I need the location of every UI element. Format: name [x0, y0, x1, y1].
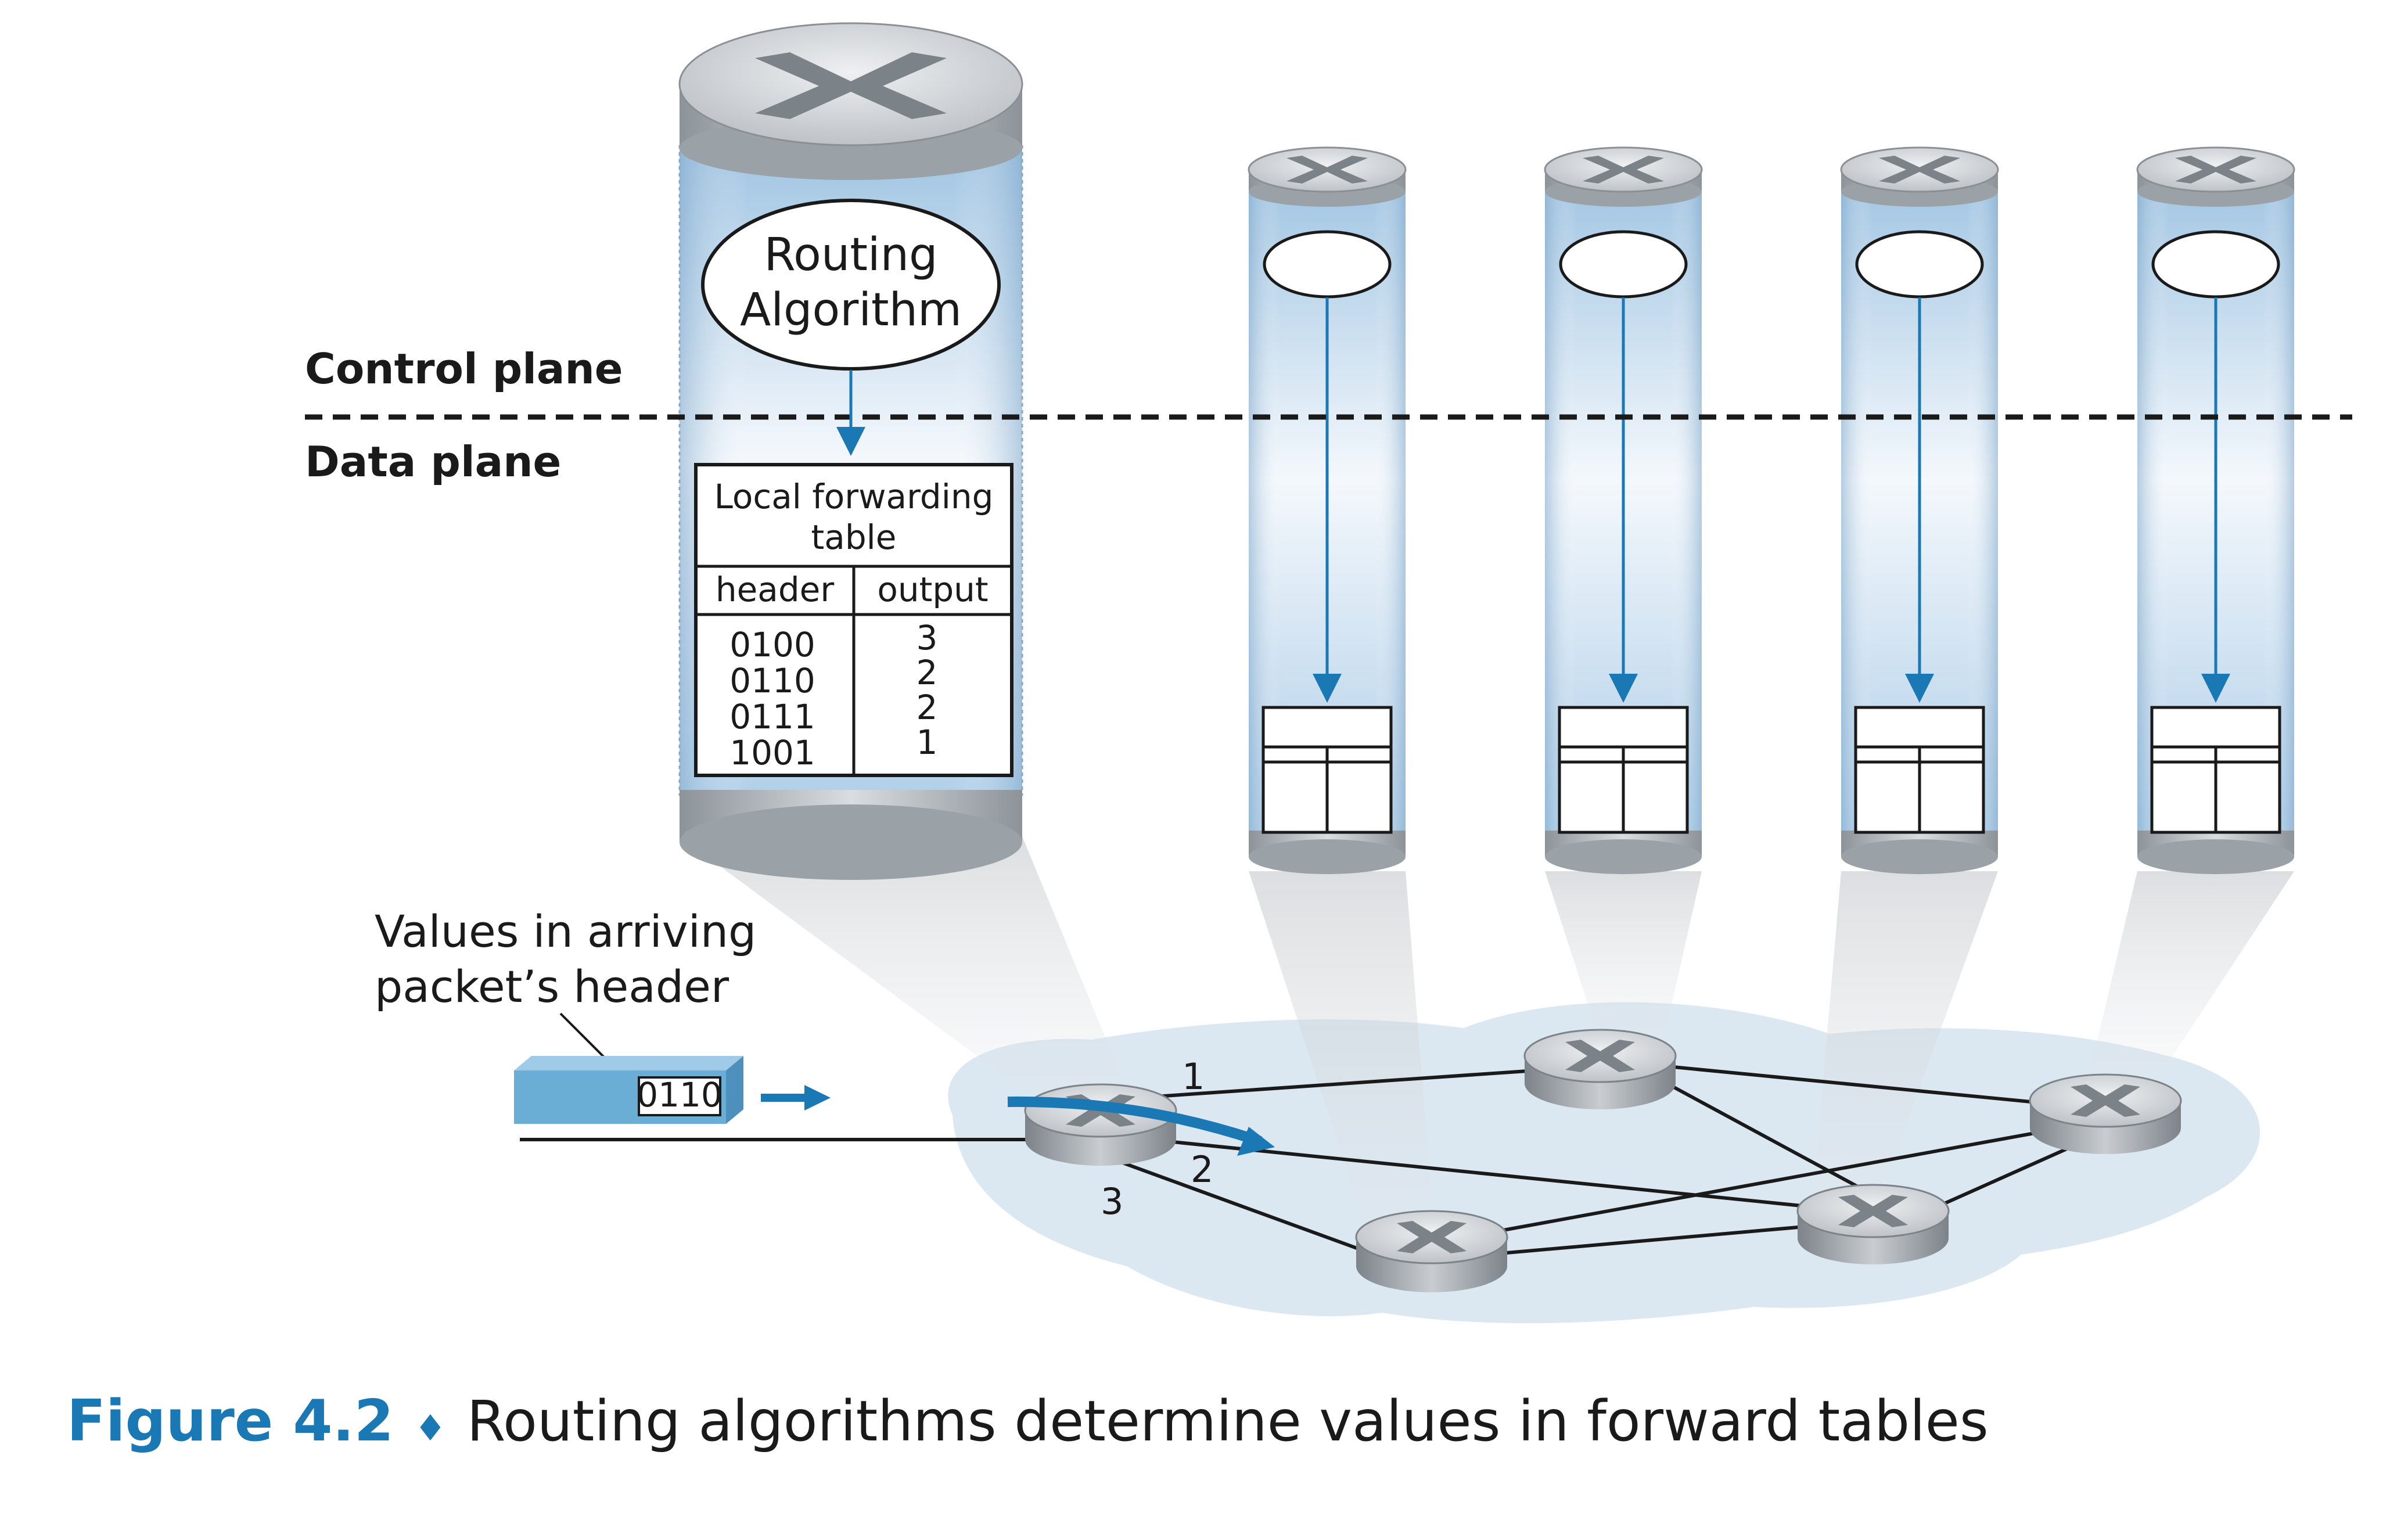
router-top	[1523, 1029, 1677, 1109]
routing-algorithm-ellipse	[701, 199, 1001, 371]
router-column-2	[1248, 146, 1407, 874]
forwarding-table-icon	[1558, 706, 1689, 834]
router-column-5	[2136, 146, 2295, 874]
table-title-line1: Local forwarding	[714, 477, 994, 516]
router-x-icon	[1838, 1195, 1908, 1227]
routing-ellipse	[1559, 230, 1688, 299]
network-links	[520, 1064, 2109, 1259]
caption-text: Routing algorithms determine values in f…	[467, 1389, 1989, 1454]
router-x-icon	[1565, 1040, 1635, 1072]
forwarding-table-icon	[1854, 706, 1985, 834]
router-column-3	[1544, 146, 1703, 874]
projection-beams	[680, 836, 2294, 1243]
routing-ellipse	[2151, 230, 2280, 299]
caption-figure-number: Figure 4.2	[67, 1388, 394, 1454]
router-main	[1024, 1083, 1177, 1166]
table-cell-header: 1001	[729, 733, 815, 772]
router-x-icon	[2175, 156, 2256, 184]
router-column-4	[1840, 146, 1999, 874]
routing-ellipse	[1263, 230, 1392, 299]
table-cell-header: 0110	[729, 661, 815, 700]
table-cell-header: 0111	[729, 697, 815, 736]
router-bottom-right	[1796, 1184, 1950, 1264]
arriving-label-line1: Values in arriving	[375, 905, 756, 957]
packet-direction-arrow	[761, 1085, 831, 1111]
router-right	[2029, 1073, 2182, 1154]
control-plane-label: Control plane	[305, 344, 623, 393]
packet-header-value: 0110	[637, 1075, 723, 1115]
router-x-icon	[1286, 156, 1368, 184]
figure-caption: Figure 4.2 ♦ Routing algorithms determin…	[67, 1388, 1989, 1454]
router-x-icon	[755, 52, 947, 119]
table-cell-header: 0100	[729, 625, 815, 664]
column-header-output: output	[877, 570, 988, 609]
table-cell-output: 2	[917, 653, 938, 692]
forwarding-table-icon	[1261, 706, 1393, 834]
port-label-3: 3	[1101, 1180, 1123, 1223]
column-header-header: header	[716, 570, 834, 609]
caption-separator: ♦	[414, 1407, 447, 1449]
router-x-icon	[1397, 1221, 1467, 1253]
packet-path-arrowhead	[1237, 1127, 1275, 1156]
port-label-1: 1	[1182, 1055, 1205, 1098]
table-cell-output: 2	[917, 688, 938, 727]
arriving-label-line2: packet’s header	[375, 961, 729, 1012]
arriving-packet: 0110	[514, 1056, 743, 1124]
local-forwarding-table: Local forwarding table header output 010…	[694, 463, 1013, 777]
routing-ellipse	[1855, 230, 1984, 299]
routing-algorithm-label-line2: Algorithm	[740, 284, 962, 336]
routing-algorithm-label-line1: Routing	[764, 229, 937, 281]
table-cell-output: 3	[917, 618, 938, 657]
router-x-icon	[1583, 156, 1664, 184]
table-cell-output: 1	[917, 723, 938, 762]
router-x-icon	[1879, 156, 1960, 184]
router-bottom-left	[1355, 1210, 1508, 1292]
table-title-line2: table	[811, 518, 897, 557]
forwarding-table-icon	[2150, 706, 2281, 834]
packet-path-arrow	[1007, 1096, 1262, 1147]
router-x-icon	[2071, 1084, 2140, 1117]
data-plane-label: Data plane	[305, 437, 561, 486]
port-label-2: 2	[1191, 1148, 1213, 1191]
